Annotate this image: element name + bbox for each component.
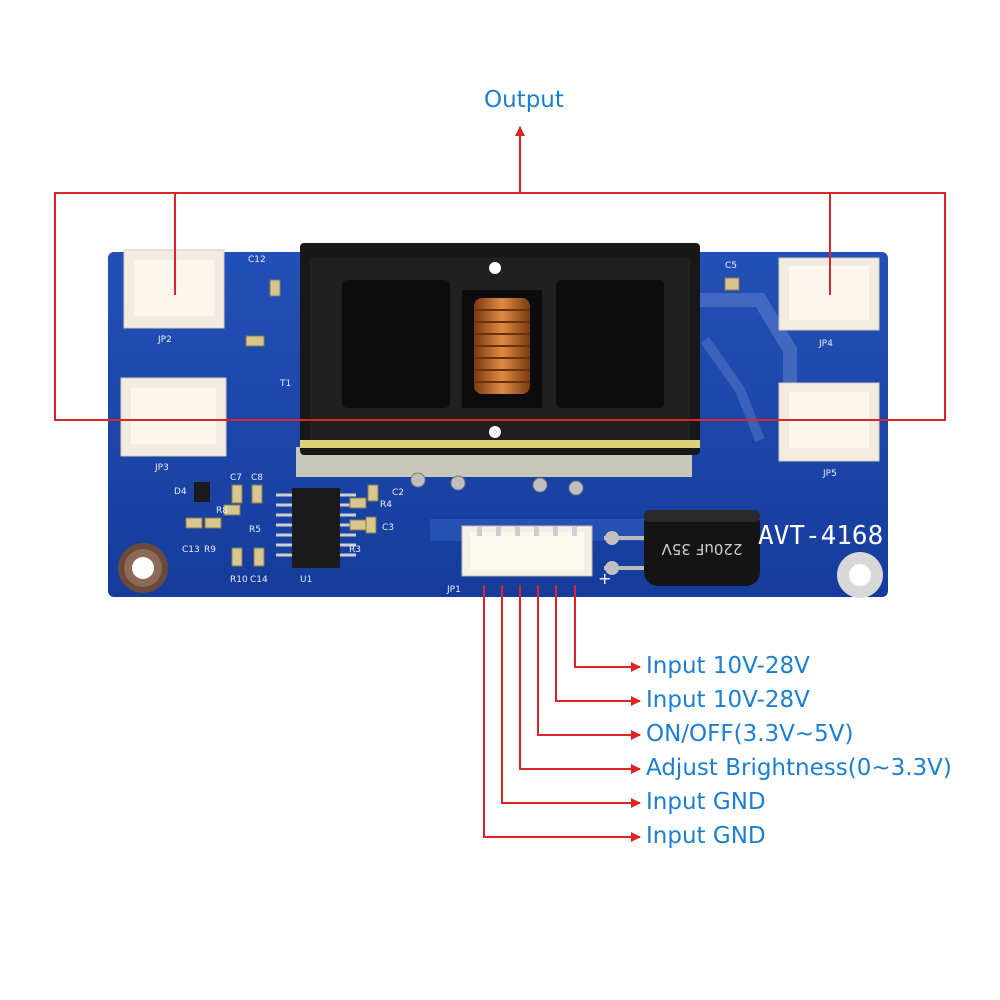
silk-r4: R4	[380, 500, 392, 510]
pin-label-1: Input 10V-28V	[646, 653, 810, 679]
silk-t1: T1	[279, 379, 291, 389]
connector-jp3	[120, 377, 227, 457]
pin-label-6: Input GND	[646, 823, 766, 849]
pin-label-3: ON/OFF(3.3V~5V)	[646, 721, 854, 747]
silk-c3: C3	[382, 523, 394, 533]
silk-jp1: JP1	[446, 585, 461, 595]
connector-jp5	[778, 382, 880, 462]
silk-c5: C5	[725, 261, 737, 271]
silk-c13: C13	[182, 545, 200, 555]
silk-c8: C8	[251, 473, 263, 483]
transformer-t1	[296, 243, 700, 477]
silk-r5: R5	[249, 525, 261, 535]
pin-label-5: Input GND	[646, 789, 766, 815]
silk-jp3: JP3	[154, 463, 169, 473]
silk-c2: C2	[392, 488, 404, 498]
silk-jp5: JP5	[822, 469, 837, 479]
silk-r10: R10	[230, 575, 248, 585]
board-model: AVT-4168	[758, 521, 883, 551]
silk-d4: D4	[174, 487, 187, 497]
coil	[474, 298, 530, 394]
silkscreen: JP2 JP3 JP4 JP5 JP1 T1 U1 C12 C5 D4 C7 C…	[154, 255, 837, 595]
capacitor-rating: 220uF 35V	[661, 540, 743, 558]
silk-r3: R3	[349, 545, 361, 555]
output-label: Output	[484, 87, 564, 113]
diode-d4	[194, 482, 210, 502]
silk-u1: U1	[300, 575, 312, 585]
silk-c7: C7	[230, 473, 242, 483]
pin-label-2: Input 10V-28V	[646, 687, 810, 713]
silk-jp2: JP2	[157, 335, 172, 345]
output-bracket	[54, 126, 946, 421]
silk-plus: +	[598, 569, 611, 588]
ic-u1	[276, 488, 356, 568]
mount-hole-left	[118, 543, 168, 593]
silk-c12: C12	[248, 255, 266, 265]
silk-jp4: JP4	[818, 339, 833, 349]
smd-components	[185, 277, 740, 567]
silk-r9: R9	[204, 545, 216, 555]
capacitor: 220uF 35V	[604, 510, 760, 586]
pin-label-4: Adjust Brightness(0~3.3V)	[646, 755, 952, 781]
pin-leaders	[483, 585, 641, 842]
silk-c14: C14	[250, 575, 268, 585]
mount-hole-right	[837, 552, 883, 598]
silk-r8: R8	[216, 506, 228, 516]
transformer-pins	[410, 472, 584, 496]
connector-jp1	[461, 525, 593, 577]
